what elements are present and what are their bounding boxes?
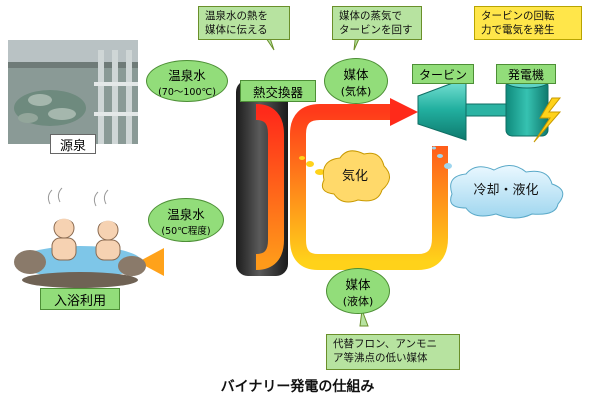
source-label: 源泉 [50,134,96,154]
evaporation-cloud [321,150,390,203]
callout-medium-tail [359,309,369,327]
callout-heat-transfer: 温泉水の熱を 媒体に伝える [198,6,290,40]
generator-label: 発電機 [496,64,556,84]
cooling-cloud [450,165,564,219]
evaporation-label: 気化 [341,169,368,184]
hot-water-out-label: 温泉水 (50℃程度) [148,198,224,242]
working-medium-loop-pipe [290,104,448,270]
cooling-bubbles [432,146,452,169]
warm-water-arrow-head [138,248,164,276]
bath-label: 入浴利用 [40,288,120,310]
bath-scene-image [14,187,146,288]
hot-water-u-turn [255,104,284,270]
callout-power-generation: タービンの回転 力で電気を発生 [474,6,582,40]
cooling-label: 冷却・液化 [473,183,539,198]
heat-exchanger-label: 熱交換器 [240,80,316,102]
medium-liquid-label: 媒体 (液体) [326,268,390,314]
medium-gas-label: 媒体 (気体) [324,58,388,104]
hot-water-in-label: 温泉水 (70～100℃) [146,60,228,102]
callout-steam-turbine: 媒体の蒸気で タービンを回す [332,6,422,40]
turbine-shaft [465,103,507,117]
hot-spring-source-image [8,40,138,144]
turbine-label: タービン [412,64,474,84]
medium-gas-arrow-head [390,98,418,126]
electricity-bolt-icon [533,97,562,143]
callout-medium-examples: 代替フロン、アンモニ ア等沸点の低い媒体 [326,334,460,370]
turbine-shape [417,77,467,141]
diagram-title: バイナリー発電の仕組み [220,379,375,395]
evaporation-bubbles [299,156,325,175]
